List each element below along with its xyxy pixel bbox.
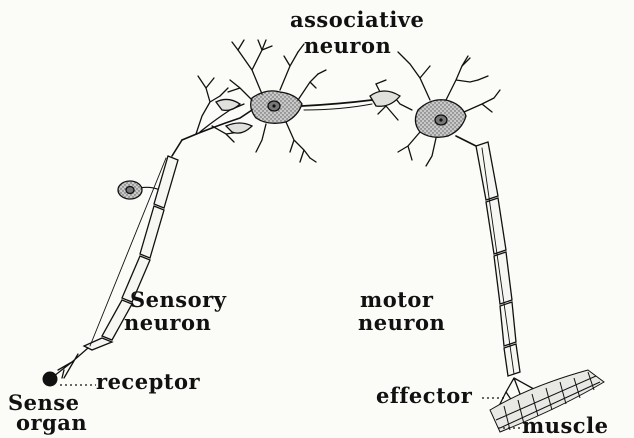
effector-label: effector <box>376 386 472 406</box>
motor-neuron-label-line1: motor <box>360 290 434 310</box>
sensory-neuron-label-line1: Sensory <box>130 290 226 310</box>
sensory-neuron-label-line2: neuron <box>124 313 211 333</box>
associative-neuron <box>228 40 372 162</box>
sense-organ-label-line2: organ <box>16 413 87 433</box>
motor-synapse-bulb <box>370 91 400 106</box>
sensory-synapse-bulb-2 <box>226 123 252 133</box>
receptor-sense-organ <box>43 372 58 387</box>
receptor-label: receptor <box>96 372 200 392</box>
motor-neuron <box>370 52 548 410</box>
muscle-label: muscle <box>522 416 608 436</box>
sensory-synapse-bulb-1 <box>216 99 240 110</box>
associative-neuron-label-line2: neuron <box>304 36 391 56</box>
associative-neuron-label-line1: associative <box>290 10 424 30</box>
motor-neuron-label-line2: neuron <box>358 313 445 333</box>
